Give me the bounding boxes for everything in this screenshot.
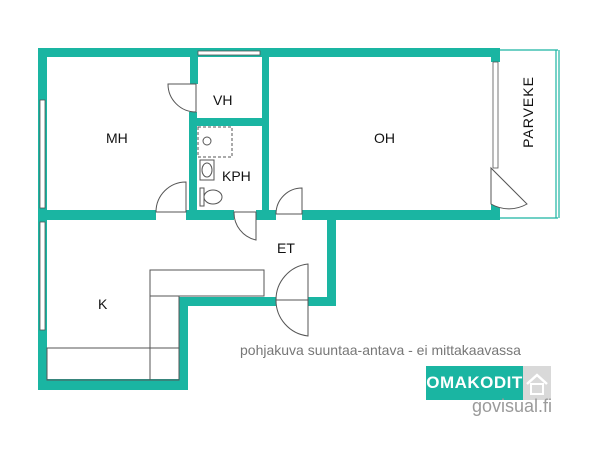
door-kph xyxy=(233,211,257,241)
room-label-vh: VH xyxy=(213,92,233,108)
toilet-tank xyxy=(199,187,205,207)
wall-et-right xyxy=(327,210,336,306)
shower-area xyxy=(197,126,233,158)
window-mh xyxy=(39,99,46,209)
wall-oh-right-top xyxy=(491,48,500,62)
toilet-bowl xyxy=(203,189,223,205)
wall-k-right xyxy=(179,297,188,390)
balcony xyxy=(500,49,560,219)
bathroom-fixtures xyxy=(197,126,233,207)
windows xyxy=(39,50,499,331)
doors xyxy=(155,83,528,337)
door-balcony xyxy=(490,166,528,210)
wall-bottom-k xyxy=(38,379,187,390)
website-link[interactable]: govisual.fi xyxy=(471,396,552,416)
brand-logo-text: OMAKODIT xyxy=(426,366,523,400)
room-label-mh: MH xyxy=(106,130,128,146)
brand-logo: OMAKODIT xyxy=(426,366,551,400)
door-oh xyxy=(275,187,303,215)
walls xyxy=(38,48,500,390)
wall-corridor-bottom xyxy=(179,297,276,306)
window-k xyxy=(39,221,46,331)
wall-oh-bottom xyxy=(302,210,500,220)
door-front-lower xyxy=(275,299,309,337)
wall-kph-bottom-left xyxy=(196,212,234,220)
room-label-et: ET xyxy=(277,240,295,256)
wall-et-bottom xyxy=(308,297,336,306)
kitchen-counters xyxy=(46,269,265,381)
wall-oh-right-bottom xyxy=(491,204,500,220)
room-label-k: K xyxy=(98,296,108,312)
wall-mh-vh xyxy=(190,48,198,84)
wall-vh-kph xyxy=(196,118,268,126)
room-label-kph: KPH xyxy=(222,168,251,184)
wall-mh-kph xyxy=(189,112,197,220)
disclaimer-text: pohjakuva suuntaa-antava - ei mittakaava… xyxy=(240,342,521,358)
door-mh xyxy=(155,181,187,213)
door-vh xyxy=(167,83,197,113)
wall-vh-oh xyxy=(262,48,269,220)
sink-icon xyxy=(199,159,215,181)
room-label-oh: OH xyxy=(374,130,395,146)
room-label-parveke: PARVEKE xyxy=(520,76,536,148)
window-vh xyxy=(197,50,261,56)
window-oh xyxy=(492,61,499,169)
door-front xyxy=(275,263,309,301)
house-icon xyxy=(523,366,551,400)
wall-mh-k xyxy=(38,210,156,220)
shower-head-icon xyxy=(202,136,212,146)
